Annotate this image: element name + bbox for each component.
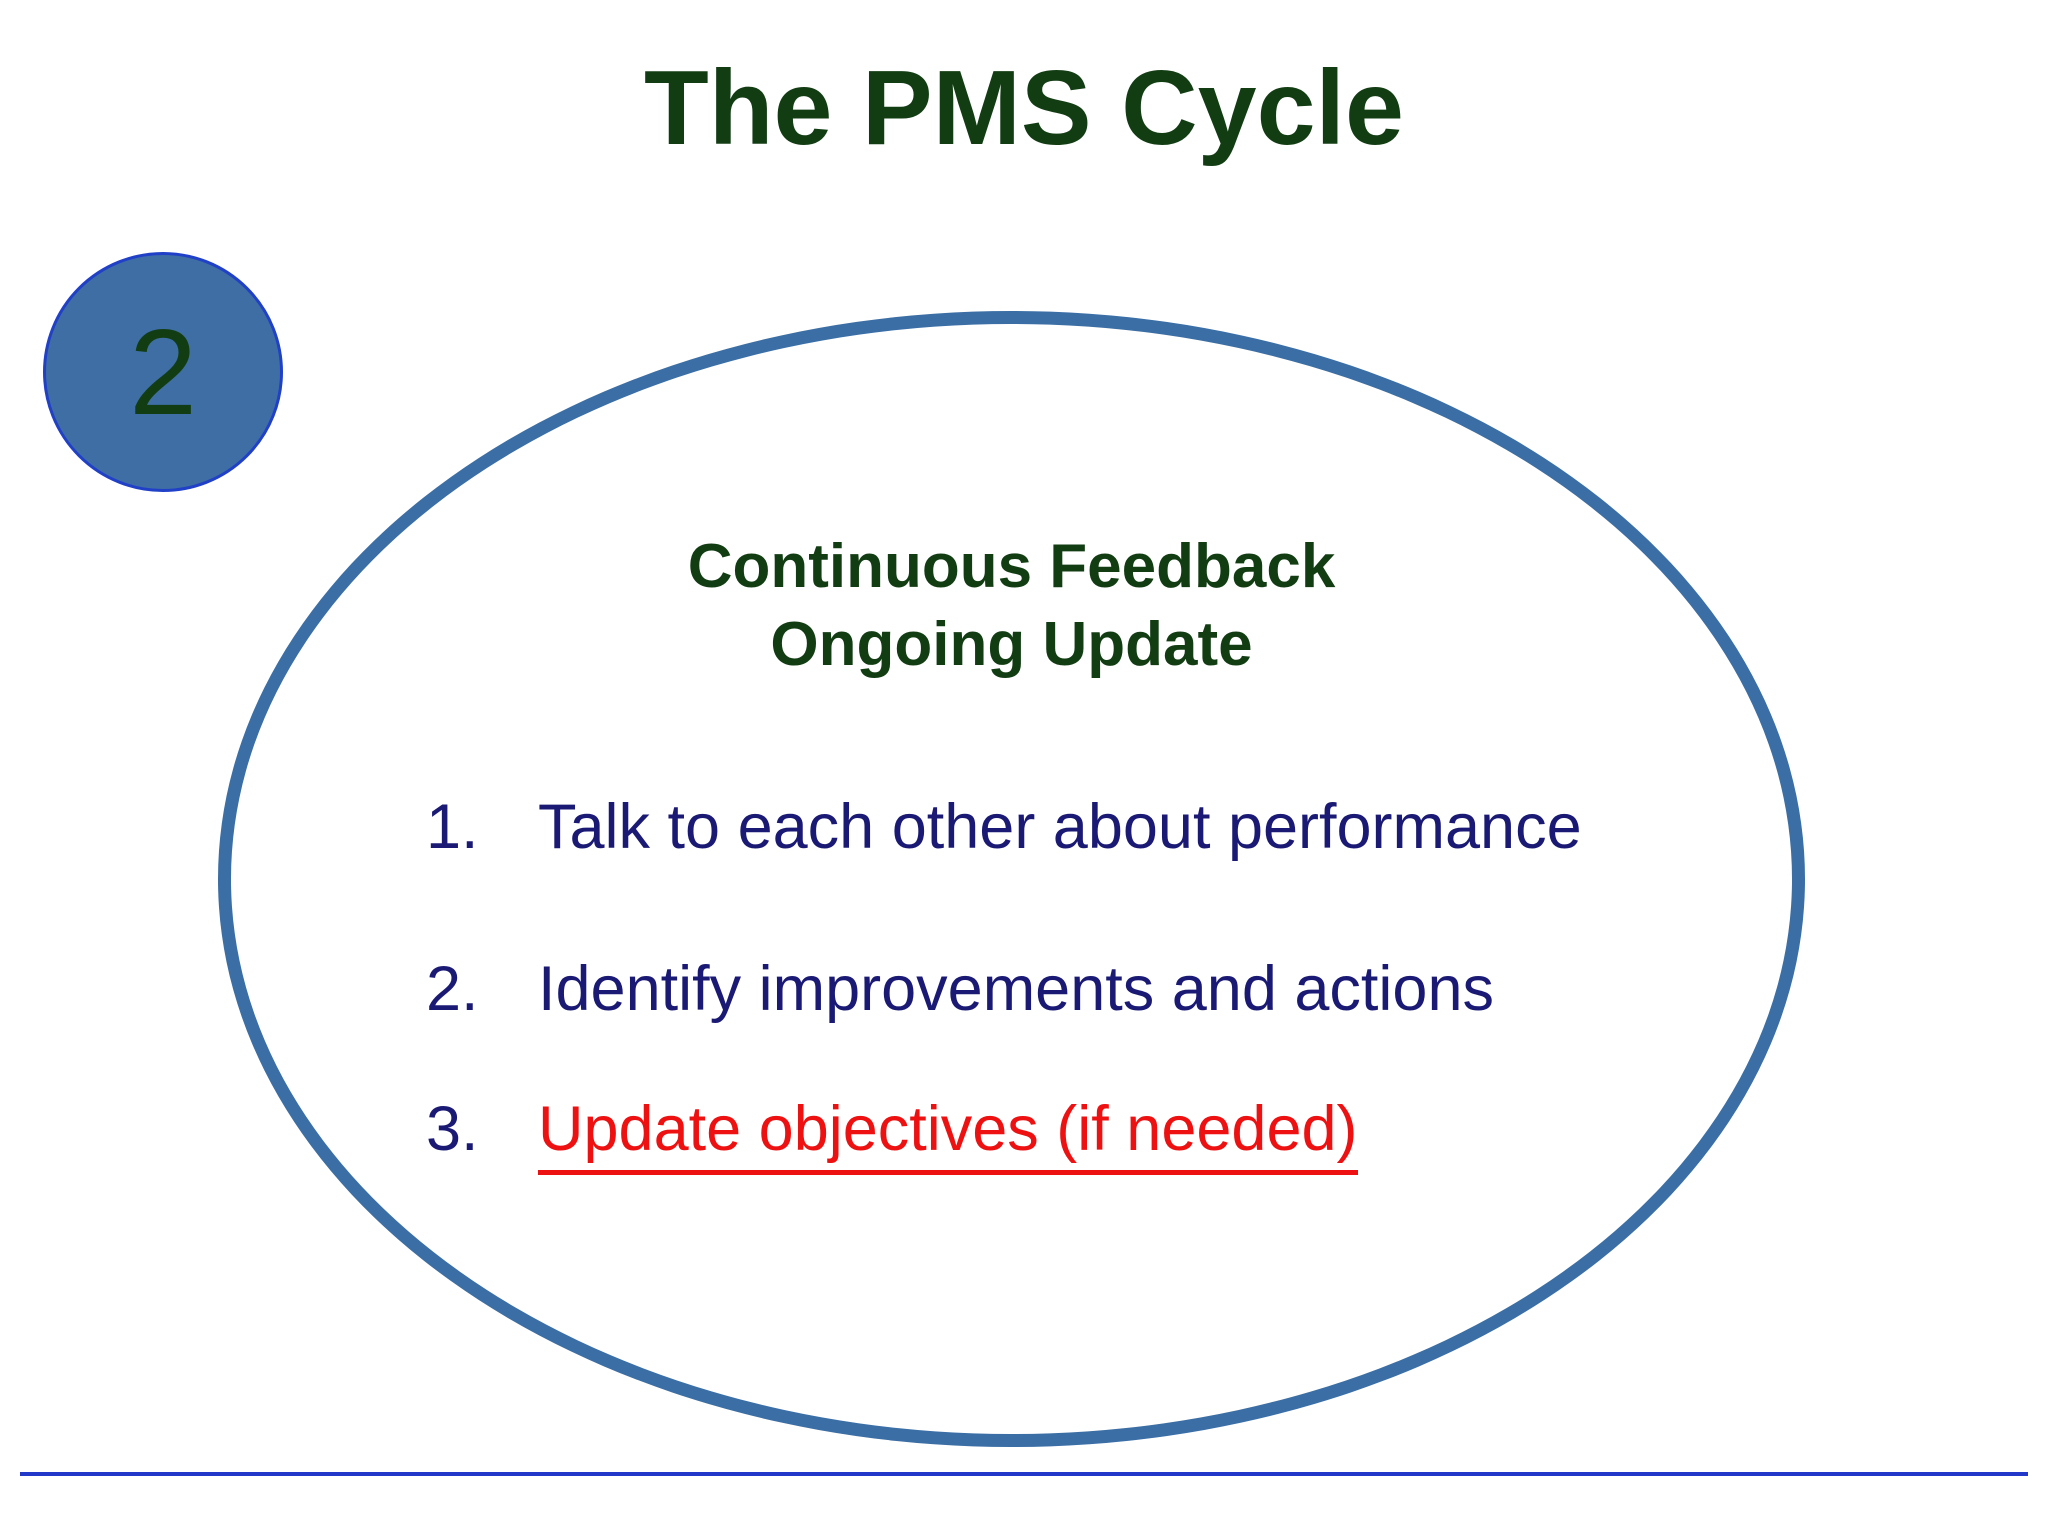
step-badge-number: 2 bbox=[129, 304, 197, 440]
ellipse-heading-line1: Continuous Feedback bbox=[687, 532, 1336, 601]
list-item-text: Update objectives (if needed) bbox=[538, 1092, 1358, 1175]
list-item: 2. Identify improvements and actions bbox=[426, 952, 1494, 1028]
cycle-ellipse bbox=[218, 311, 1805, 1447]
footer-divider bbox=[20, 1472, 2028, 1476]
step-badge: 2 bbox=[43, 252, 283, 492]
list-item-text: Identify improvements and actions bbox=[538, 954, 1494, 1024]
list-item-text: Talk to each other about performance bbox=[538, 792, 1582, 862]
slide-title: The PMS Cycle bbox=[644, 49, 1404, 167]
list-item-number: 3. bbox=[426, 1094, 479, 1164]
ellipse-heading-line2: Ongoing Update bbox=[770, 610, 1253, 679]
list-item: 1. Talk to each other about performance bbox=[426, 790, 1582, 866]
list-item-number: 1. bbox=[426, 792, 479, 862]
list-item: 3. Update objectives (if needed) bbox=[426, 1092, 1358, 1175]
ellipse-heading: Continuous Feedback Ongoing Update bbox=[218, 528, 1805, 684]
list-item-number: 2. bbox=[426, 954, 479, 1024]
